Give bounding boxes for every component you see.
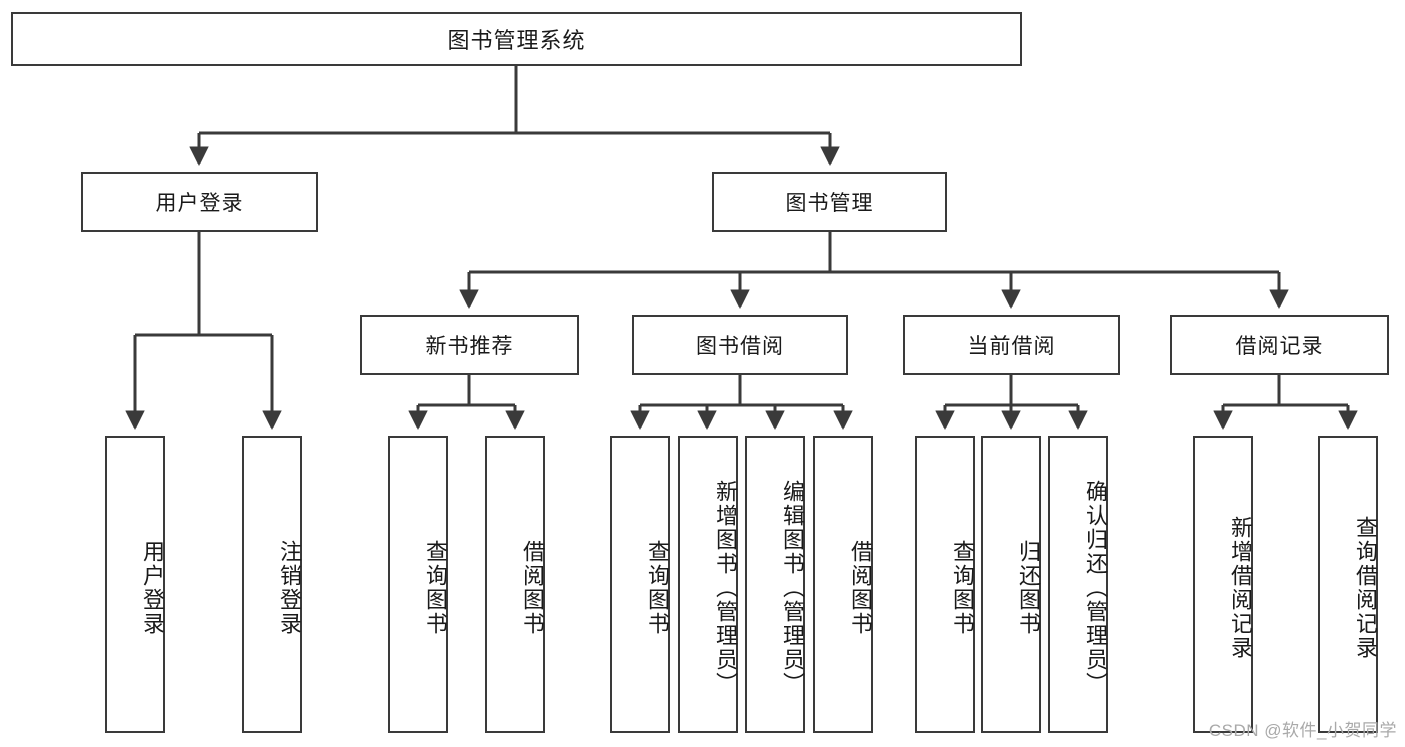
- node-label: 查询图书: [645, 539, 670, 636]
- node-label: 查询图书: [950, 539, 975, 636]
- leaf-borrow-record-query[interactable]: 查询借阅记录: [1318, 436, 1378, 733]
- watermark-text: CSDN @软件_小贺同学: [1208, 721, 1397, 740]
- node-label: 借阅图书: [848, 539, 873, 636]
- node-book-management[interactable]: 图书管理: [712, 172, 947, 232]
- leaf-book-borrow-add[interactable]: 新增图书（管理员）: [678, 436, 738, 733]
- leaf-borrow-record-add[interactable]: 新增借阅记录: [1193, 436, 1253, 733]
- leaf-user-login-login[interactable]: 用户登录: [105, 436, 165, 733]
- leaf-book-borrow-query[interactable]: 查询图书: [610, 436, 670, 733]
- node-label: 注销登录: [277, 539, 302, 636]
- leaf-book-borrow-edit[interactable]: 编辑图书（管理员）: [745, 436, 805, 733]
- node-root-system[interactable]: 图书管理系统: [11, 12, 1022, 66]
- leaf-user-login-logout[interactable]: 注销登录: [242, 436, 302, 733]
- node-label: 借阅图书: [520, 539, 545, 636]
- node-label: 编辑图书（管理员）: [780, 479, 805, 696]
- leaf-current-borrow-return[interactable]: 归还图书: [981, 436, 1041, 733]
- node-label: 归还图书: [1016, 539, 1041, 636]
- node-current-borrow[interactable]: 当前借阅: [903, 315, 1120, 375]
- node-new-book-recommend[interactable]: 新书推荐: [360, 315, 579, 375]
- node-label: 新书推荐: [425, 335, 514, 358]
- node-label: 新增图书（管理员）: [713, 479, 738, 696]
- node-label: 确认归还（管理员）: [1083, 479, 1108, 696]
- leaf-current-borrow-query[interactable]: 查询图书: [915, 436, 975, 733]
- node-label: 用户登录: [155, 192, 244, 215]
- leaf-current-borrow-confirm[interactable]: 确认归还（管理员）: [1048, 436, 1108, 733]
- node-borrow-record[interactable]: 借阅记录: [1170, 315, 1389, 375]
- leaf-new-book-query[interactable]: 查询图书: [388, 436, 448, 733]
- node-label: 用户登录: [140, 539, 165, 636]
- node-label: 借阅记录: [1235, 335, 1324, 358]
- node-user-login[interactable]: 用户登录: [81, 172, 318, 232]
- leaf-book-borrow-borrow[interactable]: 借阅图书: [813, 436, 873, 733]
- node-book-borrow[interactable]: 图书借阅: [632, 315, 848, 375]
- node-label: 图书管理: [785, 192, 874, 215]
- node-label: 新增借阅记录: [1228, 515, 1253, 660]
- node-label: 当前借阅: [967, 335, 1056, 358]
- node-label: 查询图书: [423, 539, 448, 636]
- node-label: 图书管理系统: [447, 28, 586, 53]
- leaf-new-book-borrow[interactable]: 借阅图书: [485, 436, 545, 733]
- node-label: 图书借阅: [696, 335, 784, 358]
- node-label: 查询借阅记录: [1353, 515, 1378, 660]
